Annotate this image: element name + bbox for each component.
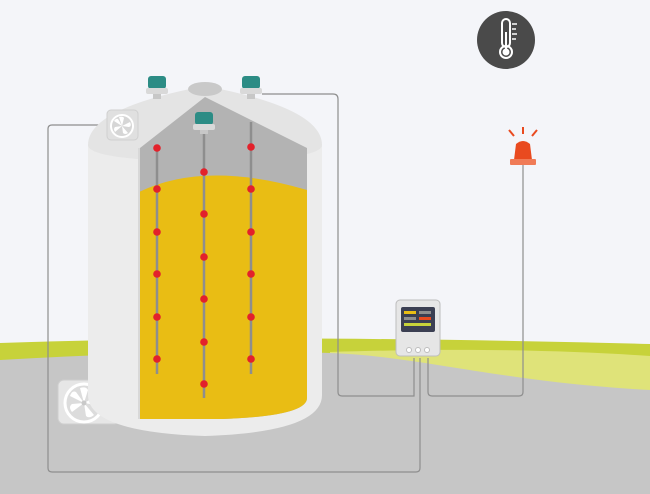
cable-fan xyxy=(47,124,421,473)
roof-fan-unit xyxy=(106,109,139,141)
level-sensor-icon xyxy=(146,76,168,99)
silo-roof-hatch xyxy=(188,82,222,96)
control-unit-icon xyxy=(395,299,441,357)
level-sensor-icon xyxy=(240,76,262,99)
thermometer-icon xyxy=(477,11,535,69)
cable-top-sensor xyxy=(262,93,415,397)
level-sensor-icon xyxy=(193,112,215,134)
fan-icon xyxy=(114,116,131,134)
temperature-cables xyxy=(153,122,255,398)
cabling xyxy=(47,93,524,473)
grain-fill xyxy=(139,175,307,419)
sensor-points xyxy=(153,143,255,388)
alarm-beacon-icon xyxy=(508,127,538,165)
cable-alarm xyxy=(427,165,524,397)
